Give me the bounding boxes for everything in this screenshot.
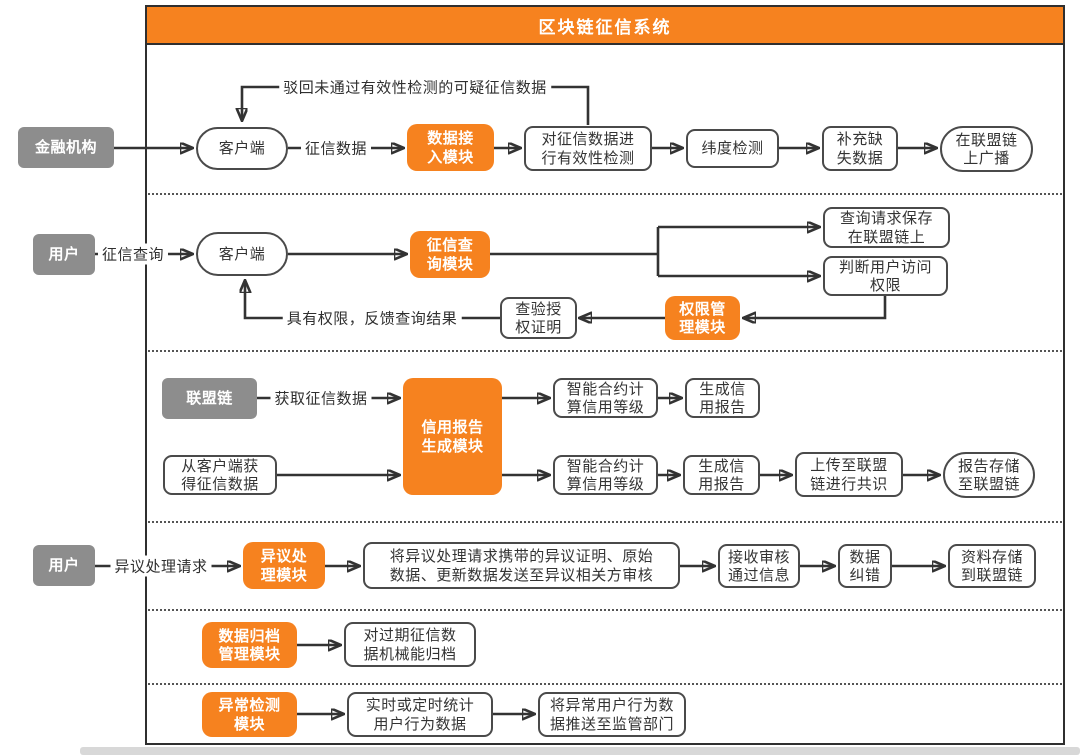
label-feedback-result: 具有权限，反馈查询结果 bbox=[282, 307, 462, 329]
process-save-query-request: 查询请求保存 在联盟链上 bbox=[823, 207, 950, 248]
label-get-credit-data: 获取征信数据 bbox=[270, 387, 372, 409]
process-smart-contract-top: 智能合约计 算信用等级 bbox=[553, 378, 658, 418]
process-store-to-chain: 资料存储 到联盟链 bbox=[948, 544, 1036, 588]
module-credit-query: 征信查 询模块 bbox=[410, 231, 490, 278]
label-credit-query: 征信查询 bbox=[97, 243, 169, 265]
row-separator bbox=[148, 609, 1062, 611]
client-node-row2: 客户端 bbox=[196, 232, 288, 276]
process-data-from-client: 从客户端获 得征信数据 bbox=[163, 455, 277, 495]
module-anomaly-detection: 异常检测 模块 bbox=[202, 692, 297, 737]
process-send-dispute-review: 将异议处理请求携带的异议证明、原始 数据、更新数据发送至异议相关方审核 bbox=[363, 542, 680, 589]
actor-financial-institution: 金融机构 bbox=[18, 127, 114, 168]
module-credit-report-gen: 信用报告 生成模块 bbox=[403, 378, 502, 495]
module-permission-mgmt: 权限管 理模块 bbox=[665, 296, 740, 340]
process-dimension-check: 纬度检测 bbox=[686, 129, 779, 168]
process-upload-consensus: 上传至联盟 链进行共识 bbox=[795, 452, 903, 497]
terminal-report-storage: 报告存储 至联盟链 bbox=[943, 452, 1035, 498]
process-archive-expired: 对过期征信数 据机械能归档 bbox=[344, 622, 476, 667]
label-dispute-request: 异议处理请求 bbox=[110, 555, 212, 577]
label-credit-data: 征信数据 bbox=[300, 137, 372, 159]
diagram-title: 区块链征信系统 bbox=[538, 17, 672, 38]
bottom-shadow-band bbox=[80, 747, 1080, 755]
process-smart-contract-bottom: 智能合约计 算信用等级 bbox=[553, 455, 658, 495]
process-verify-authorization: 查验授 权证明 bbox=[500, 297, 577, 339]
row-separator bbox=[148, 350, 1062, 352]
module-data-archive: 数据归档 管理模块 bbox=[202, 622, 297, 668]
process-judge-access: 判断用户访问 权限 bbox=[823, 256, 948, 296]
module-data-access: 数据接 入模块 bbox=[407, 124, 494, 171]
process-data-correction: 数据 纠错 bbox=[838, 544, 892, 588]
row-separator bbox=[148, 193, 1062, 195]
process-fill-missing-data: 补充缺 失数据 bbox=[822, 126, 898, 171]
module-dispute-handling: 异议处 理模块 bbox=[243, 542, 325, 589]
process-push-to-regulator: 将异常用户行为数 据推送至监管部门 bbox=[538, 692, 686, 737]
actor-consortium-chain: 联盟链 bbox=[162, 378, 257, 419]
process-receive-approval: 接收审核 通过信息 bbox=[718, 544, 800, 588]
diagram-title-bar: 区块链征信系统 bbox=[147, 7, 1063, 45]
process-stat-user-behavior: 实时或定时统计 用户行为数据 bbox=[347, 692, 493, 737]
client-node-row1: 客户端 bbox=[196, 127, 288, 170]
process-validity-check: 对征信数据进 行有效性检测 bbox=[524, 126, 652, 171]
actor-user-row2: 用户 bbox=[33, 234, 95, 275]
label-reject-data: 驳回未通过有效性检测的可疑征信数据 bbox=[279, 76, 551, 98]
row-separator bbox=[148, 521, 1062, 523]
process-generate-report-bottom: 生成信 用报告 bbox=[683, 455, 760, 495]
row-separator bbox=[148, 683, 1062, 685]
actor-user-row4: 用户 bbox=[33, 545, 95, 586]
terminal-broadcast-on-chain: 在联盟链 上广播 bbox=[940, 126, 1033, 172]
process-generate-report-top: 生成信 用报告 bbox=[685, 378, 760, 418]
